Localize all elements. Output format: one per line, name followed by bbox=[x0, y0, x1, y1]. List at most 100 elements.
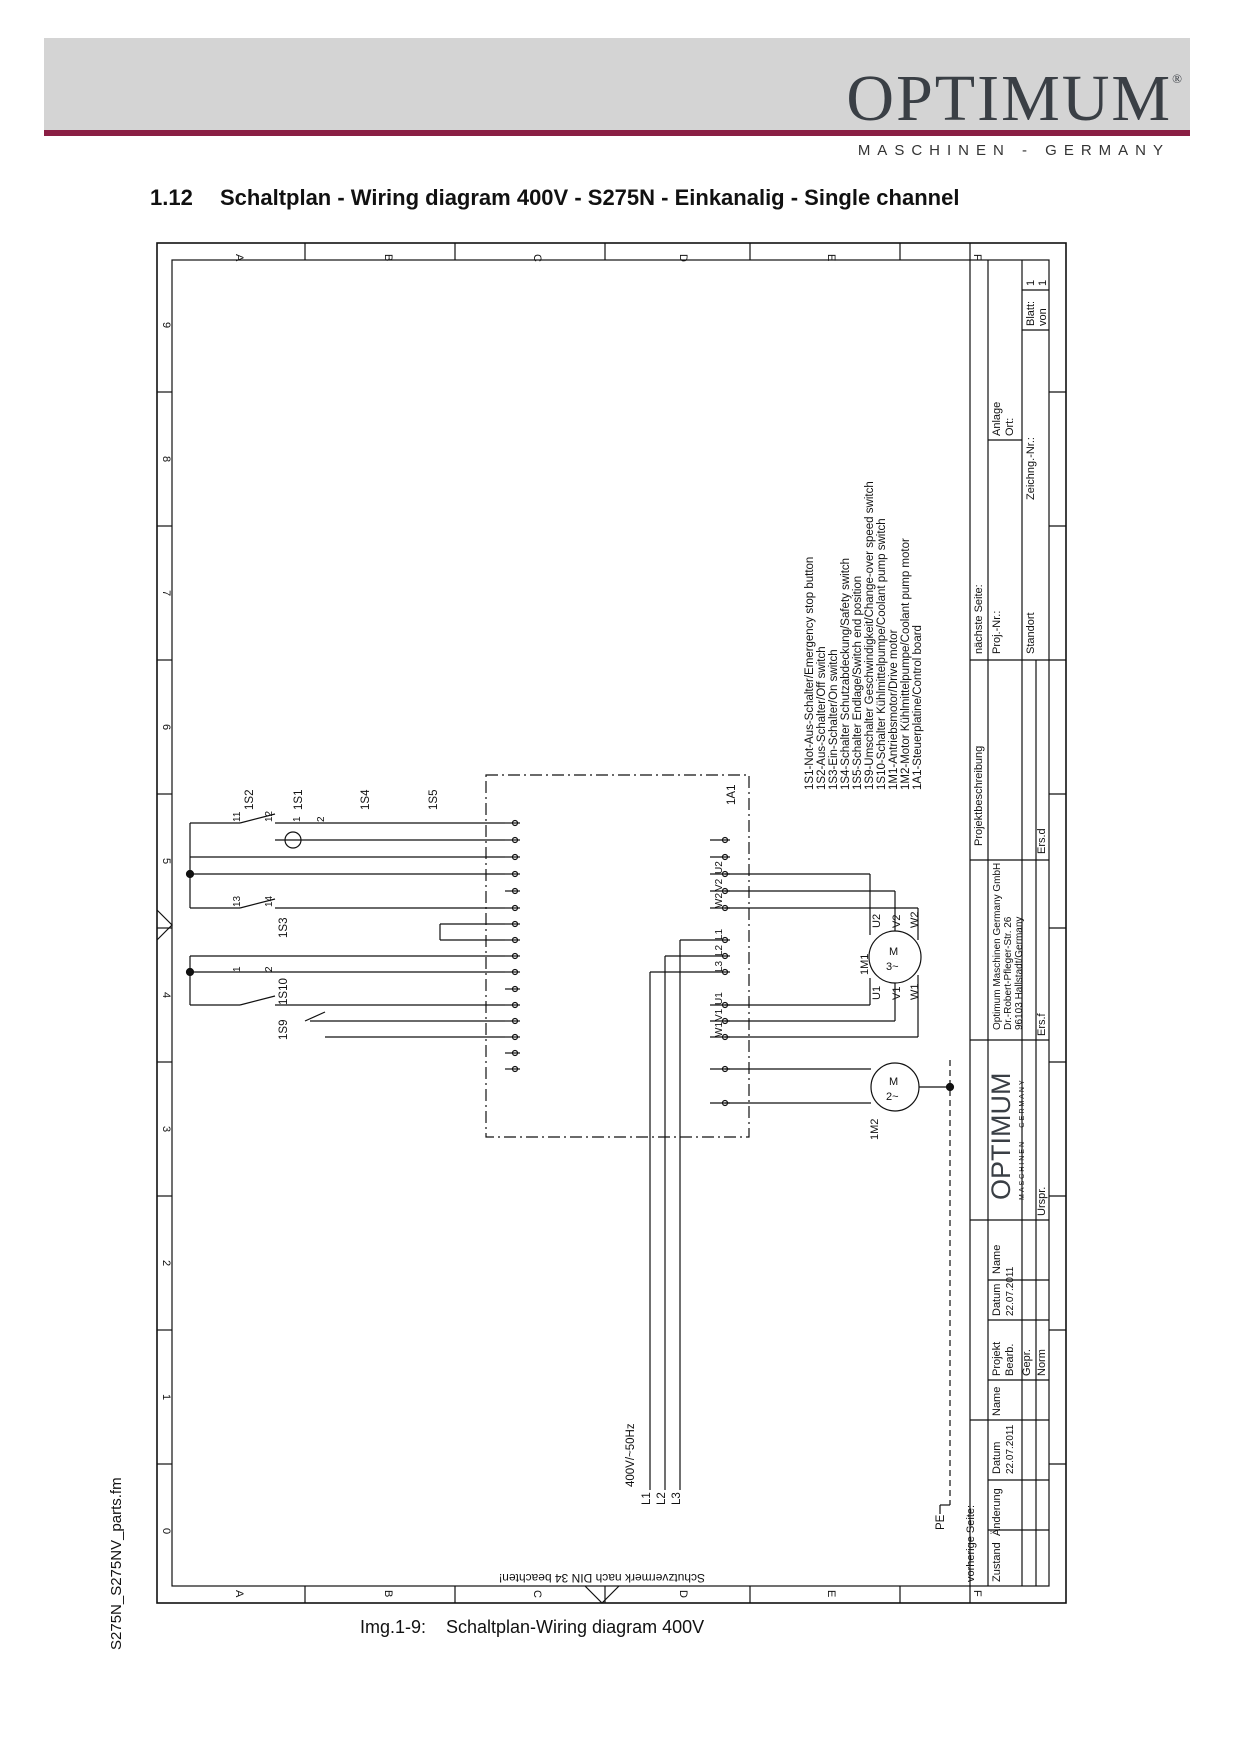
tb-blatt: Blatt: bbox=[1025, 301, 1037, 326]
col-number-0: 0 bbox=[160, 1528, 172, 1534]
junction-dot-b bbox=[185, 967, 195, 977]
row-letter-c-bottom: C bbox=[531, 1590, 543, 1598]
tb-gepr: Gepr. bbox=[1021, 1349, 1033, 1376]
row-letter-e-bottom: E bbox=[825, 1590, 837, 1597]
row-letter-a-top: A bbox=[233, 254, 245, 262]
contact-11: 11 bbox=[232, 811, 243, 822]
winding-v2: V2 bbox=[891, 915, 903, 928]
row-letter-d-top: D bbox=[677, 254, 689, 262]
logo-registered-mark: ® bbox=[1172, 71, 1184, 86]
label-1s10: 1S10 bbox=[278, 978, 290, 1005]
contact-2b: 2 bbox=[316, 816, 327, 822]
row-letter-f-top: F bbox=[971, 254, 983, 261]
control-board-1a1 bbox=[485, 774, 750, 1138]
supply-l1: L1 bbox=[641, 1492, 653, 1505]
row-letter-c-top: C bbox=[531, 254, 543, 262]
col-number-7: 7 bbox=[160, 590, 172, 596]
terminal-v2: V2 bbox=[714, 878, 725, 891]
control-board-terminals bbox=[505, 819, 730, 1107]
col-number-2: 2 bbox=[160, 1260, 172, 1266]
legend-item-1s9: 1S9-Umschalter Geschwindigkeit/Change-ov… bbox=[864, 481, 876, 790]
section-number: 1.12 bbox=[150, 185, 193, 210]
legend-item-1s1: 1S1-Not-Aus-Schalter/Emergency stop butt… bbox=[804, 557, 816, 790]
col-number-8: 8 bbox=[160, 456, 172, 462]
terminal-u2: U2 bbox=[714, 861, 725, 874]
title-block bbox=[969, 260, 1049, 1586]
legend-item-1s4: 1S4-Schalter Schutzabdeckung/Safety swit… bbox=[840, 558, 852, 790]
contact-1: 1 bbox=[232, 966, 243, 972]
logo-text: OPTIMUM bbox=[846, 62, 1173, 135]
col-number-6: 6 bbox=[160, 724, 172, 730]
legend-item-1s10: 1S10-Schalter Kühlmittelpumpe/Coolant pu… bbox=[876, 518, 888, 790]
tb-anlage: Anlage bbox=[991, 402, 1003, 436]
col-number-3: 3 bbox=[160, 1126, 172, 1132]
row-letter-b-bottom: B bbox=[382, 1590, 394, 1597]
motor-1m2-wiring bbox=[725, 1060, 951, 1514]
supply-voltage-label: 400V/~50Hz bbox=[625, 1423, 637, 1487]
figure-caption: Img.1-9:Schaltplan-Wiring diagram 400V bbox=[360, 1617, 704, 1638]
control-wiring bbox=[189, 813, 505, 1038]
col-number-1: 1 bbox=[160, 1394, 172, 1400]
brand-logo: OPTIMUM® bbox=[846, 66, 1184, 132]
tb-urspr: Urspr. bbox=[1036, 1187, 1048, 1216]
tb-company-1: Optimum Maschinen Germany GmbH bbox=[992, 863, 1003, 1030]
contact-13: 13 bbox=[232, 895, 243, 907]
winding-u2: U2 bbox=[871, 914, 883, 928]
logo-subtitle: MASCHINEN - GERMANY bbox=[857, 142, 1170, 159]
legend-item-1a1: 1A1-Steuerplatine/Control board bbox=[912, 625, 924, 790]
winding-u1: U1 bbox=[871, 986, 883, 1000]
motor-1m1-wiring bbox=[649, 873, 919, 1490]
emergency-stop-symbol-1s1 bbox=[284, 831, 302, 849]
header-rule bbox=[44, 130, 1190, 136]
junction-dot-a bbox=[185, 869, 195, 879]
tb-proj-nr: Proj.-Nr.: bbox=[991, 611, 1003, 654]
col-number-9: 9 bbox=[160, 322, 172, 328]
terminal-u1: U1 bbox=[714, 992, 725, 1005]
tb-von-value: 1 bbox=[1037, 280, 1049, 286]
label-1s1: 1S1 bbox=[293, 790, 305, 810]
tb-zeichng-nr: Zeichng.-Nr.: bbox=[1025, 437, 1037, 500]
tb-norm: Norm bbox=[1036, 1349, 1048, 1376]
tb-prev-page: vorherige Seite: bbox=[965, 1505, 977, 1582]
col-number-5: 5 bbox=[160, 858, 172, 864]
din-protection-note: Schutzvermerk nach DIN 34 beachten! bbox=[499, 1571, 705, 1585]
legend-item-1s3: 1S3-Ein-Schalter/On switch bbox=[828, 649, 840, 790]
contact-2: 2 bbox=[264, 966, 275, 972]
legend-item-1m2: 1M2-Motor Kühlmittelpumpe/Coolant pump m… bbox=[900, 538, 912, 790]
tb-ers-d: Ers.d bbox=[1036, 828, 1048, 854]
label-1s2: 1S2 bbox=[244, 790, 256, 810]
row-letter-f-bottom: F bbox=[971, 1590, 983, 1597]
label-1s4: 1S4 bbox=[360, 789, 372, 810]
terminal-l1: L1 bbox=[714, 928, 725, 940]
col-number-4: 4 bbox=[160, 992, 172, 998]
drawing-frame bbox=[156, 242, 1067, 1604]
tb-ers-f: Ers.f bbox=[1036, 1012, 1048, 1036]
frame-tick-marks bbox=[156, 243, 1066, 1604]
supply-pe: PE bbox=[935, 1514, 947, 1530]
label-1a1: 1A1 bbox=[726, 785, 738, 805]
motor-1m1-type: 3~ bbox=[886, 961, 899, 973]
motor-1m1-symbol: M bbox=[889, 946, 898, 958]
row-letter-e-top: E bbox=[825, 254, 837, 261]
legend-item-1s5: 1S5-Schalter Endlage/Switch end position bbox=[852, 576, 864, 790]
winding-v1: V1 bbox=[891, 987, 903, 1000]
motor-1m2-symbol: M bbox=[889, 1076, 898, 1088]
tb-company-2: Dr.-Robert-Pfleger-Str. 26 bbox=[1003, 916, 1014, 1030]
tb-datum: Datum bbox=[991, 1442, 1003, 1474]
drawing-inner-frame bbox=[171, 259, 1050, 1587]
tb-aenderung: Änderung bbox=[991, 1488, 1003, 1536]
tb-bearb: Bearb. bbox=[1004, 1344, 1016, 1376]
tb-zustand: Zustand bbox=[991, 1542, 1003, 1582]
tb-blatt-value: 1 bbox=[1025, 280, 1037, 286]
tb-logo: OPTIMUM bbox=[986, 1073, 1016, 1201]
caption-text: Schaltplan-Wiring diagram 400V bbox=[446, 1617, 705, 1637]
supply-l3: L3 bbox=[671, 1492, 683, 1505]
row-letter-b-top: B bbox=[382, 254, 394, 261]
tb-next-page: nächste Seite: bbox=[973, 584, 985, 654]
contact-1b: 1 bbox=[292, 816, 303, 822]
tb-von: von bbox=[1037, 308, 1049, 326]
tb-company-3: 96103 Hallstadt/Germany bbox=[1014, 917, 1025, 1030]
tb-datum-value: 22.07.2011 bbox=[1005, 1424, 1016, 1474]
terminal-l3: L3 bbox=[714, 960, 725, 972]
